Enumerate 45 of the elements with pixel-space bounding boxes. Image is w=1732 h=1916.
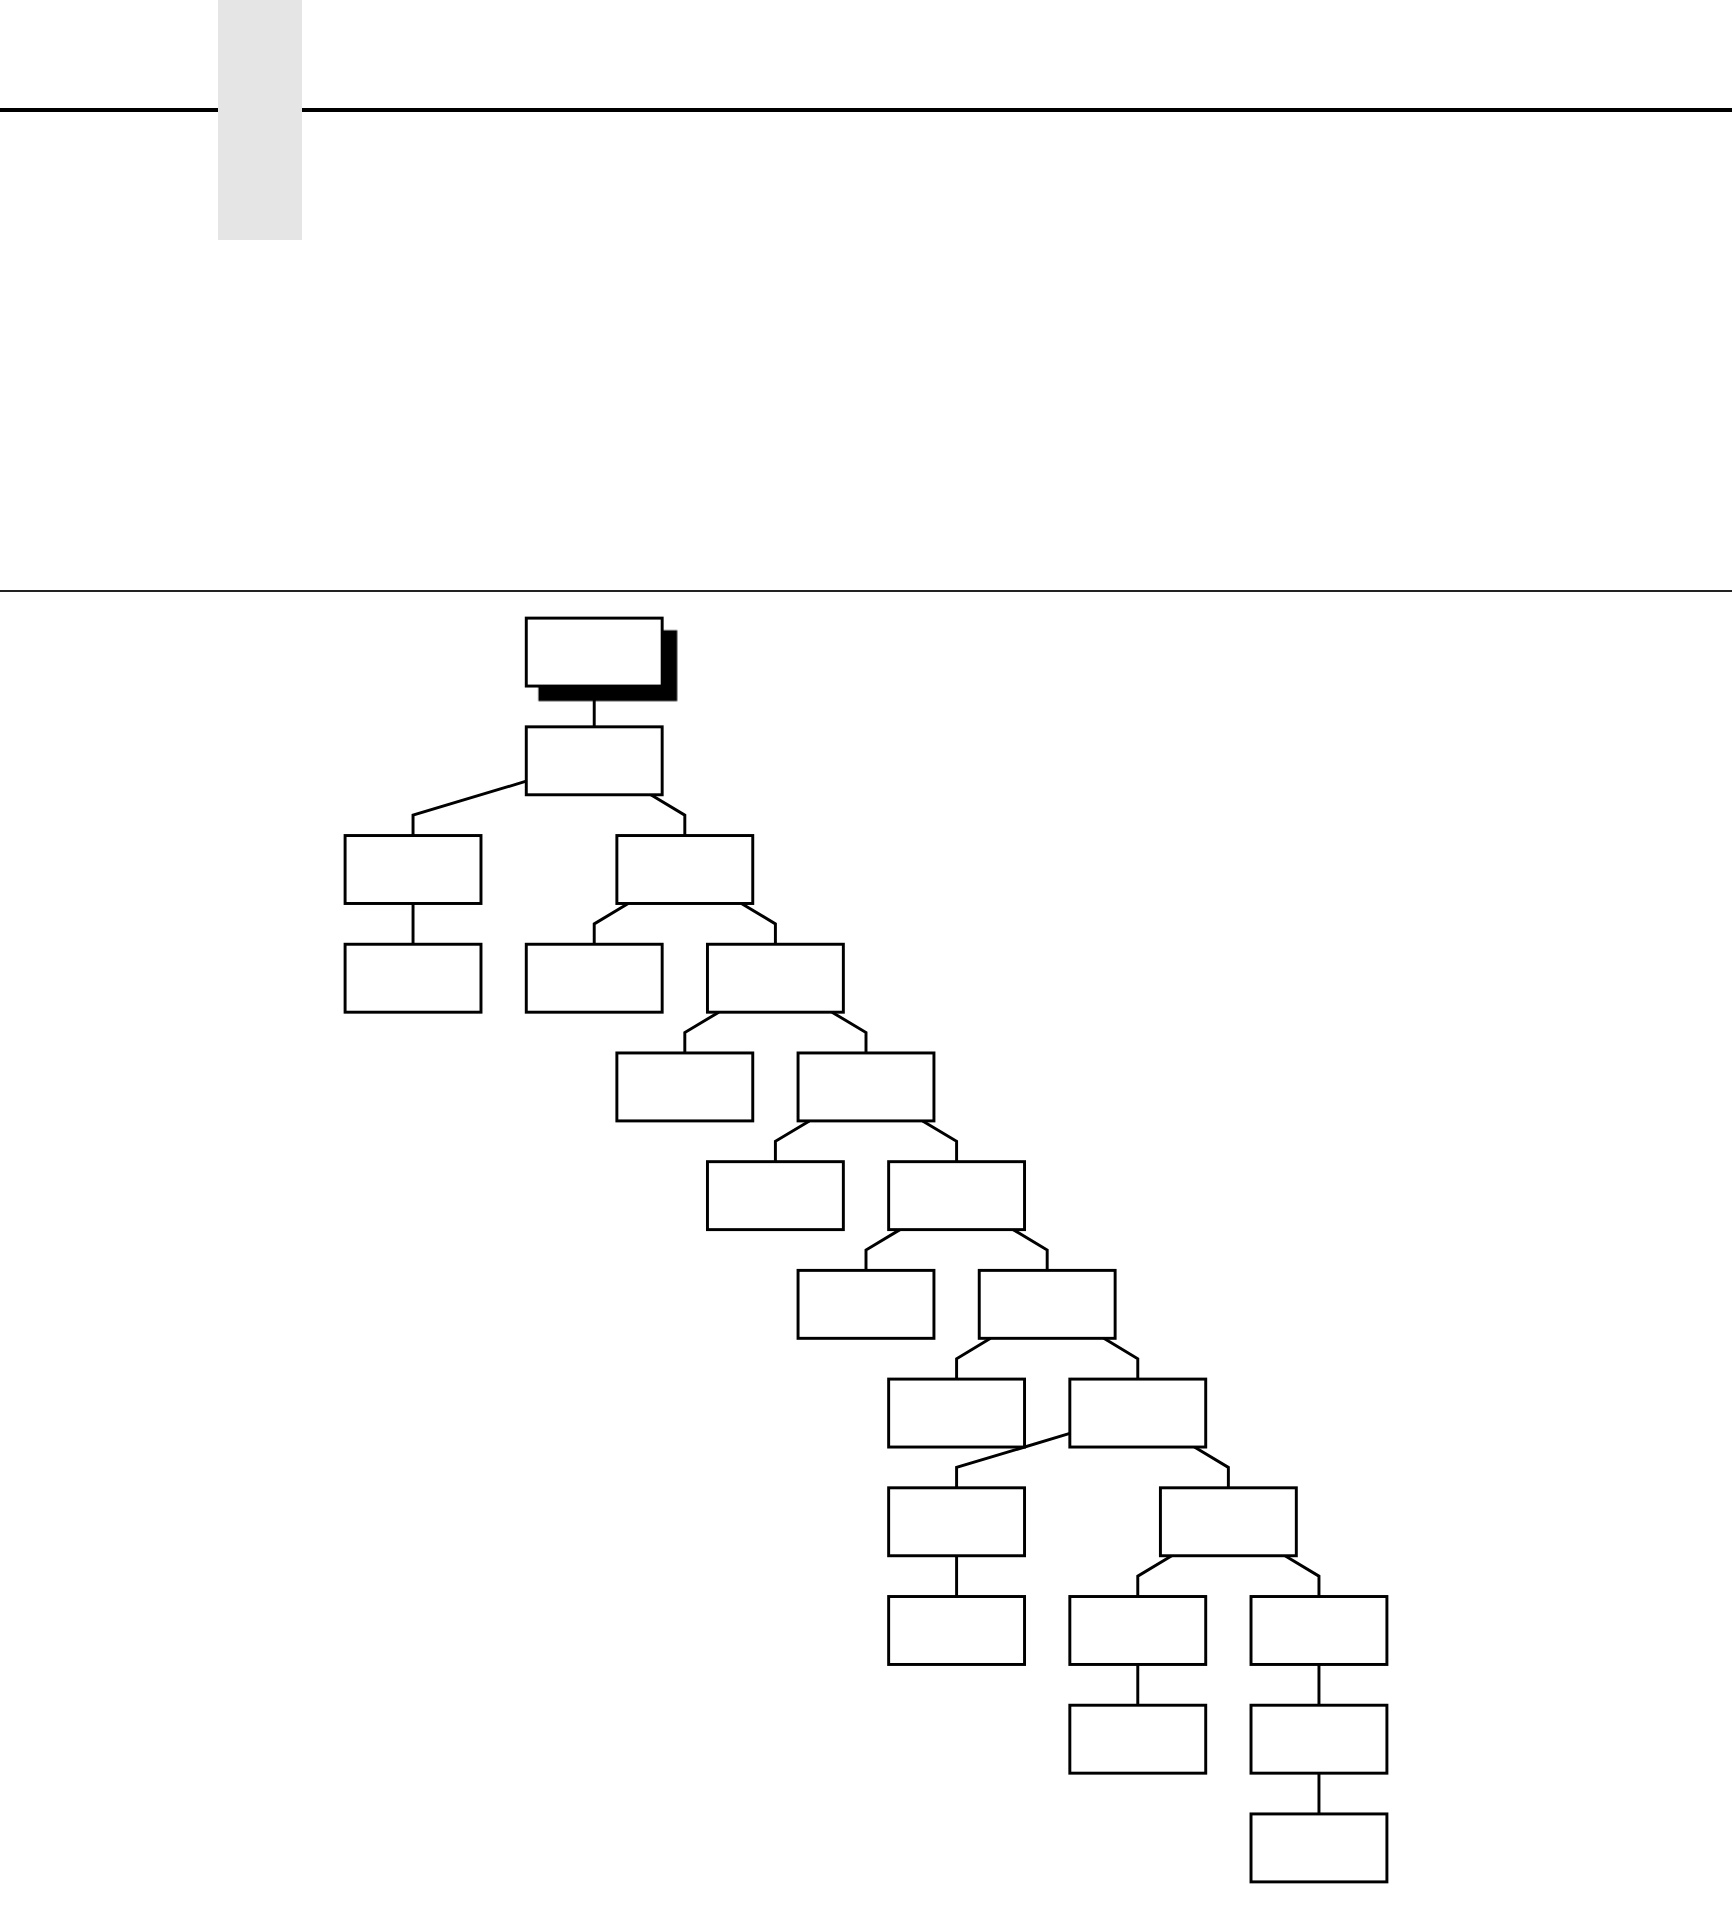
node-box [977, 1268, 1117, 1340]
node-box [1158, 1486, 1298, 1558]
connector [921, 1119, 959, 1162]
connector [955, 1337, 992, 1380]
connector [1317, 1773, 1321, 1814]
node-box [796, 1268, 936, 1340]
connector [1193, 1445, 1230, 1488]
node-box [524, 616, 664, 688]
node-box [887, 1595, 1026, 1666]
node-box [1249, 1812, 1389, 1884]
connector [1136, 1554, 1173, 1597]
node-box [1068, 1377, 1208, 1449]
node-box [1068, 1703, 1208, 1775]
node-box [343, 834, 483, 905]
connector [773, 1119, 811, 1162]
node-box [706, 942, 845, 1014]
node-box [706, 1160, 845, 1232]
node-box [524, 942, 664, 1014]
connector [592, 902, 629, 945]
connector [955, 1555, 959, 1597]
connector [955, 1432, 1071, 1488]
connector [864, 1228, 901, 1271]
connector [831, 1010, 868, 1053]
node-box [1249, 1703, 1389, 1775]
connector [1136, 1664, 1140, 1706]
node-box [615, 1051, 755, 1123]
node-box [615, 834, 755, 905]
node-box [343, 942, 483, 1014]
connector [411, 779, 527, 836]
node-box [1068, 1595, 1208, 1666]
node-box [1249, 1595, 1389, 1666]
connector [1284, 1554, 1321, 1597]
connector [1103, 1337, 1140, 1380]
connector [683, 1010, 720, 1053]
node-box [796, 1051, 936, 1123]
connector [592, 686, 596, 727]
node-box [887, 1377, 1026, 1449]
connector [1012, 1228, 1049, 1271]
node-box [887, 1486, 1026, 1558]
connector [1317, 1664, 1321, 1706]
connector [411, 903, 415, 945]
connector [650, 793, 687, 836]
connector [740, 902, 777, 945]
node-box [524, 725, 664, 797]
node-box [887, 1160, 1026, 1232]
